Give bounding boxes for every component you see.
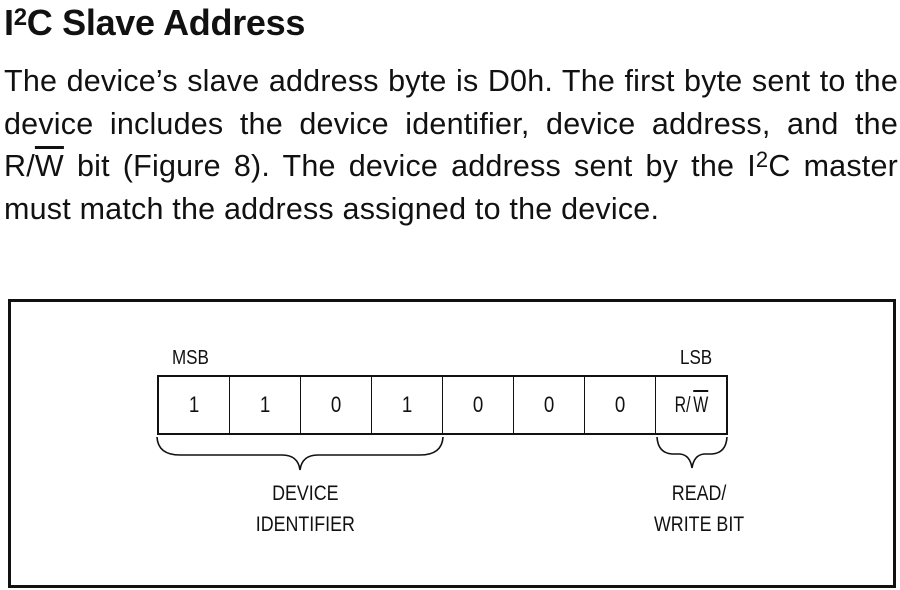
rw-caption: READ/WRITE BIT (654, 478, 744, 540)
section-title: I2C Slave Address (4, 2, 305, 44)
bit-cell: 0 (514, 377, 585, 433)
bit-value: 0 (614, 392, 626, 417)
caption-line: READ/ (671, 482, 727, 505)
caption-line: IDENTIFIER (255, 513, 355, 536)
rw-w-overline: W (34, 149, 64, 183)
bit-value: 0 (472, 392, 484, 417)
bit-cell: 1 (159, 377, 230, 433)
title-text: I (4, 2, 14, 43)
paragraph-text: The device’s slave address byte is D0h. … (4, 64, 898, 141)
rw-brace (656, 436, 728, 469)
title-text-rest: C Slave Address (26, 2, 306, 43)
bit-cell: 0 (301, 377, 372, 433)
bit-value: 1 (401, 392, 413, 417)
bit-value: 0 (543, 392, 555, 417)
caption-line: DEVICE (272, 482, 339, 505)
rw-w-overline: W (692, 392, 708, 417)
paragraph-text: C master must match the address assigned… (4, 149, 898, 226)
msb-label: MSB (172, 347, 209, 369)
rw-r: R/ (4, 149, 35, 183)
rw-r: R/ (674, 392, 691, 417)
address-byte: 1 1 0 1 0 0 0 R/W (157, 375, 728, 435)
paragraph-text: bit (Figure 8). The device address sent … (63, 149, 756, 183)
device-identifier-caption: DEVICE IDENTIFIER (256, 478, 355, 540)
rw-bit-cell: R/W (656, 377, 726, 433)
title-superscript: 2 (13, 4, 27, 31)
caption-line: WRITE BIT (653, 513, 745, 536)
body-paragraph: The device’s slave address byte is D0h. … (4, 60, 898, 230)
bit-cell: 0 (443, 377, 514, 433)
rw-bit-value: R/W (673, 392, 709, 418)
paragraph-superscript: 2 (755, 147, 769, 172)
bit-value: 1 (188, 392, 200, 417)
bit-value: 0 (330, 392, 342, 417)
bit-value: 1 (259, 392, 271, 417)
lsb-label: LSB (680, 347, 713, 369)
bit-cell: 1 (372, 377, 443, 433)
bit-cell: 0 (585, 377, 656, 433)
bit-cell: 1 (230, 377, 301, 433)
figure-frame (8, 299, 896, 588)
device-identifier-brace (156, 436, 444, 471)
